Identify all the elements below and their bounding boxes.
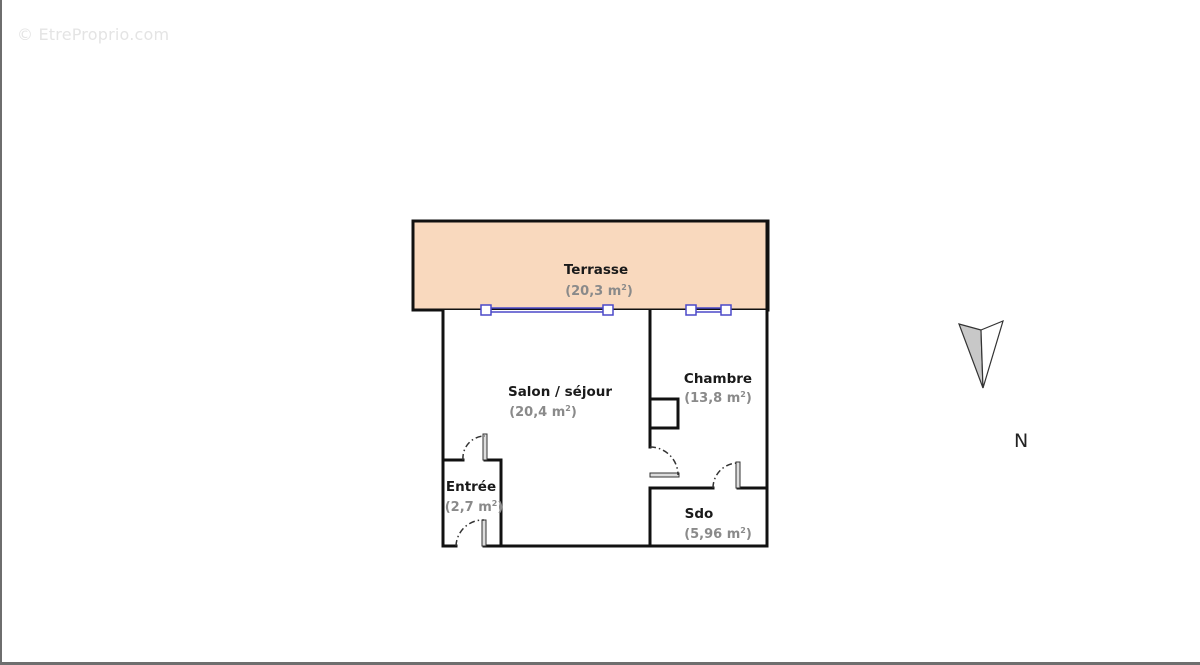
room-label-salon: Salon / séjour (20,4 m2) [508,384,612,420]
room-label-terrasse: Terrasse (20,3 m2) [564,262,633,299]
watermark: © EtreProprio.com [17,25,170,44]
room-label-entree: Entrée (2,7 m2) [445,479,504,515]
svg-text:(20,4 m2): (20,4 m2) [509,404,577,420]
windows [480,304,732,316]
svg-text:(2,7 m2): (2,7 m2) [445,499,504,515]
svg-text:Entrée: Entrée [446,479,496,495]
window-salon [480,304,614,316]
svg-text:Terrasse: Terrasse [564,262,628,278]
terrace-area [411,219,770,312]
apartment-floor [443,310,767,546]
svg-text:Salon / séjour: Salon / séjour [508,384,612,400]
window-chambre [685,304,732,316]
svg-text:(20,3 m2): (20,3 m2) [565,283,633,299]
room-label-chambre: Chambre (13,8 m2) [684,371,752,406]
north-arrow-icon [958,319,1004,389]
doors [455,433,741,547]
north-label: N [1014,430,1029,452]
svg-text:(5,96 m2): (5,96 m2) [684,526,752,542]
svg-text:Chambre: Chambre [684,371,752,387]
room-label-sdo: Sdo (5,96 m2) [684,506,752,542]
walls [441,219,769,548]
svg-text:Sdo: Sdo [685,506,714,522]
svg-text:(13,8 m2): (13,8 m2) [684,390,752,406]
